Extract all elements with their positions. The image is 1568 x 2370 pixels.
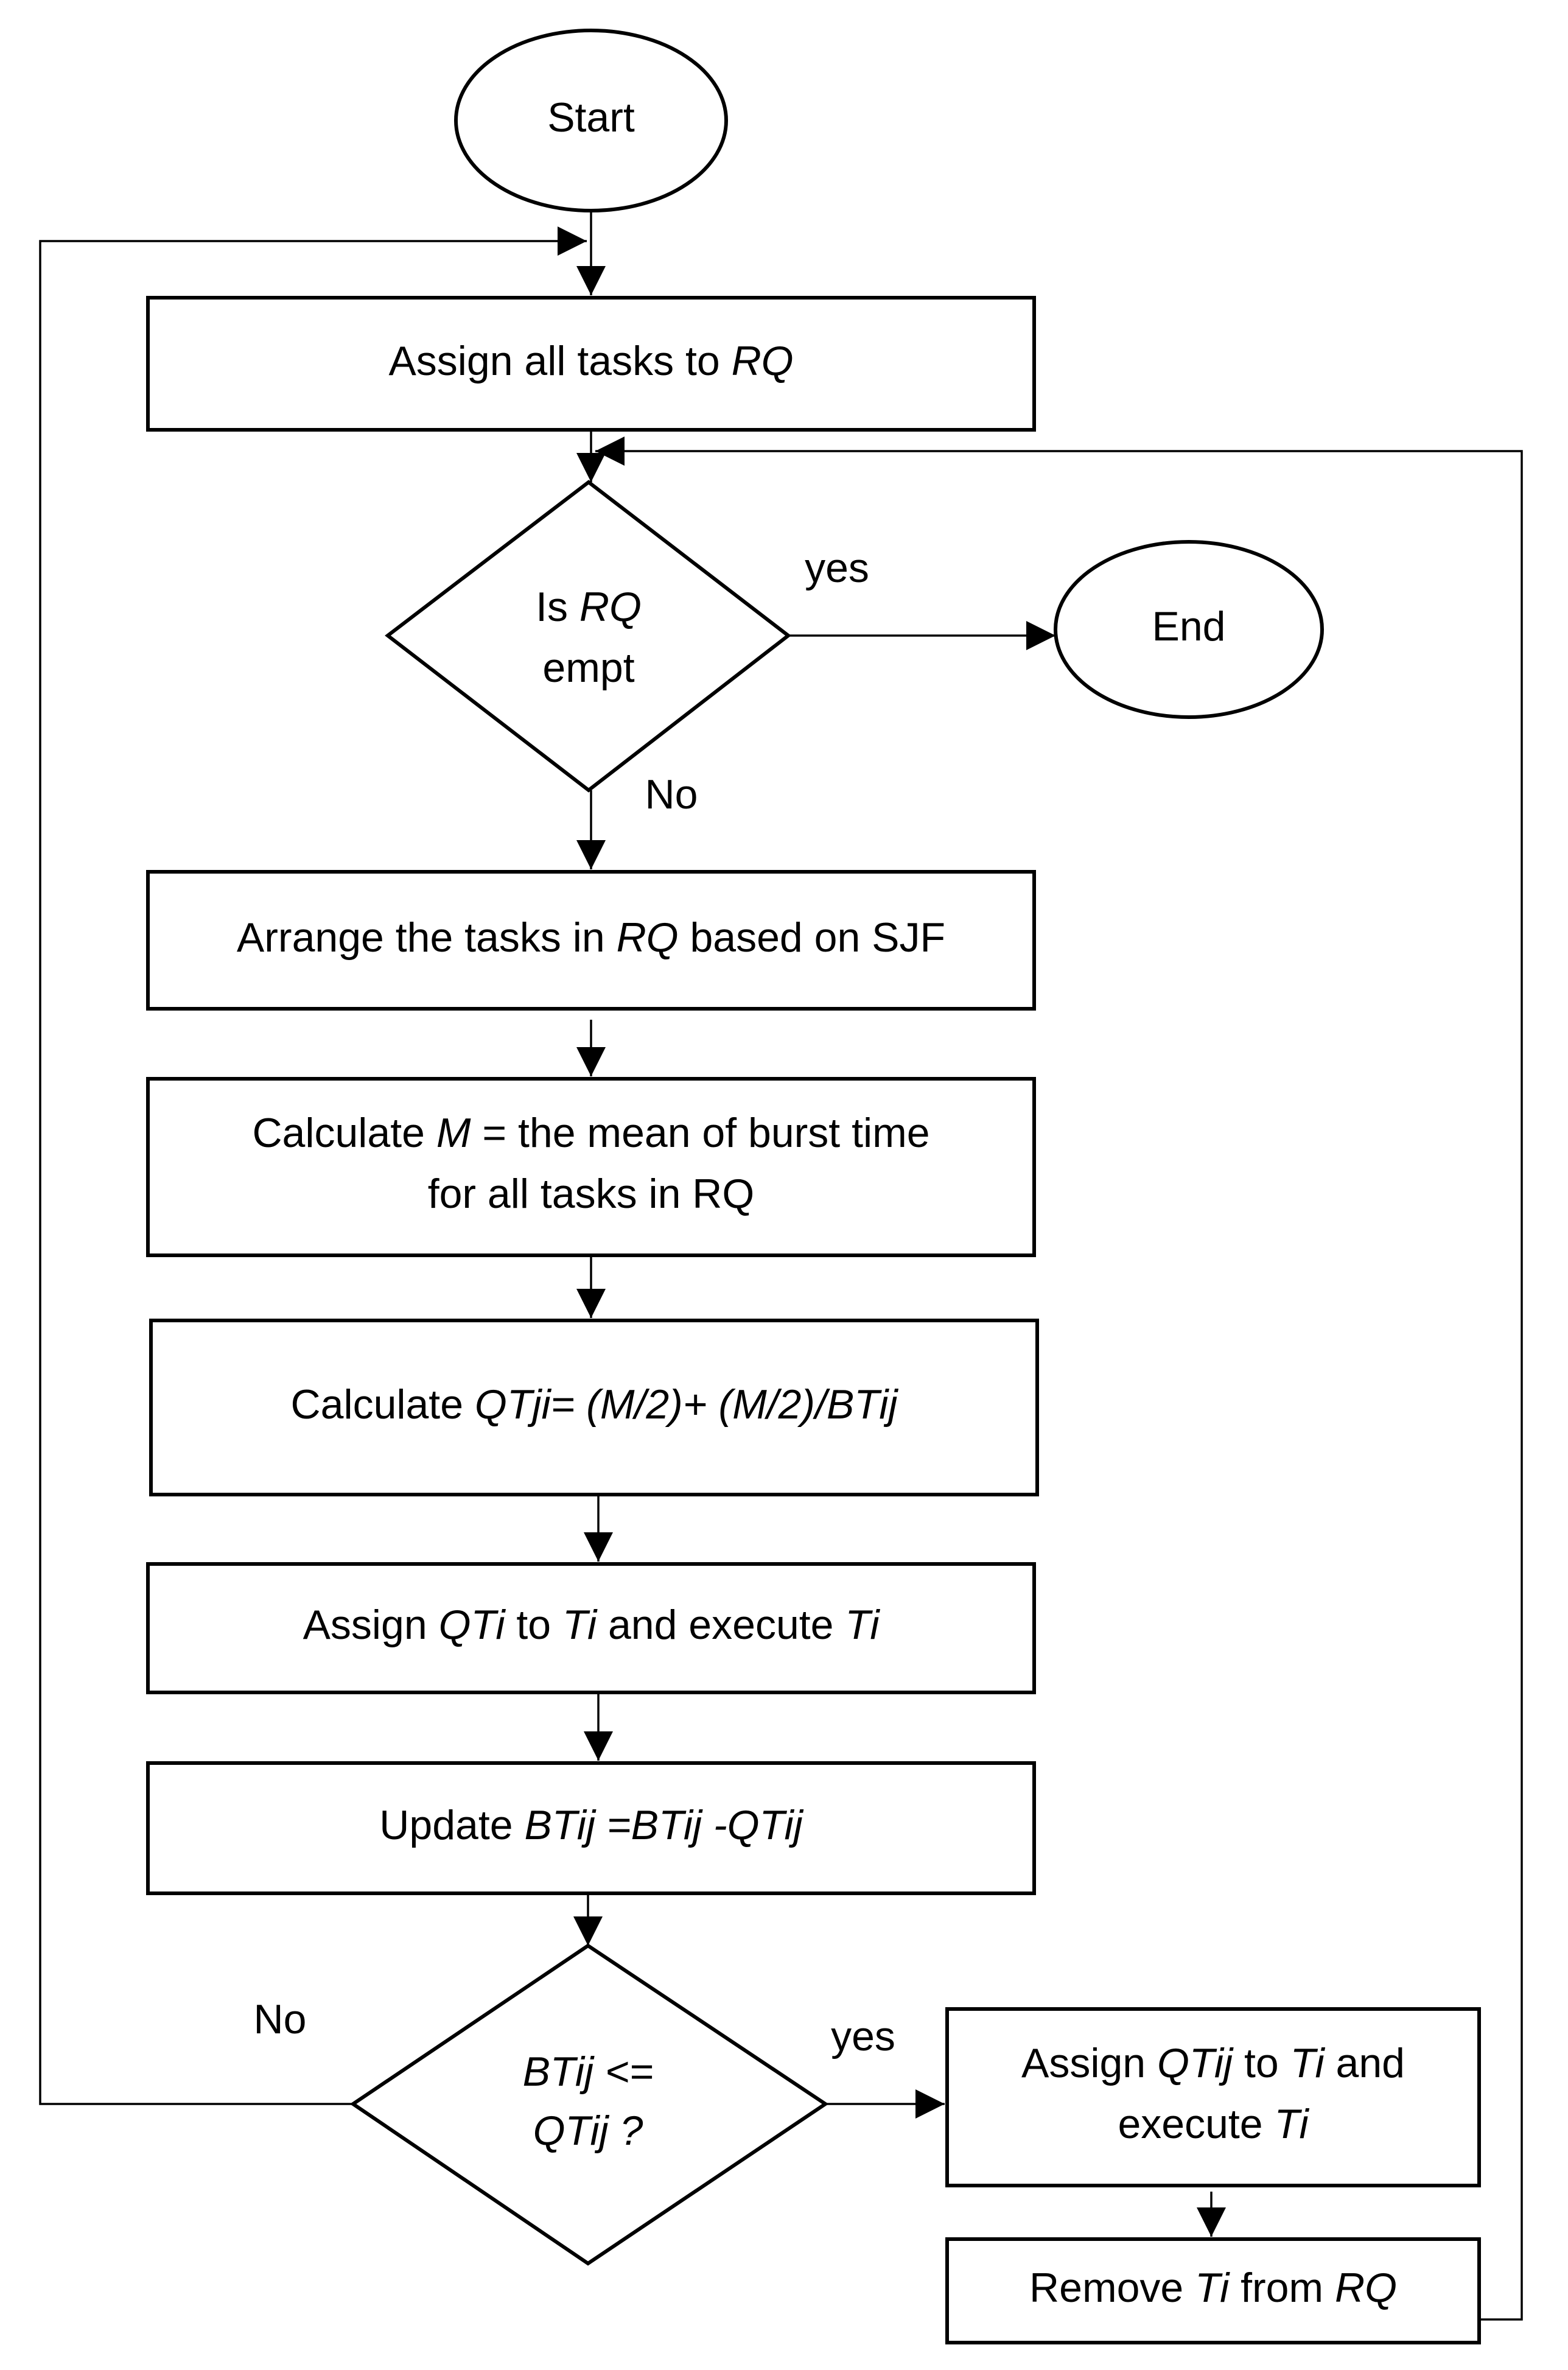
start-label: Start bbox=[547, 94, 635, 141]
is-empty-decision: Is RQ empt bbox=[385, 480, 791, 793]
assign-qt-label: Assign QTi to Ti and execute Ti bbox=[303, 1602, 881, 1648]
update-node: Update BTij =BTij -QTij bbox=[146, 1761, 1036, 1895]
check-bt-label-line1: BTij <= bbox=[523, 2049, 654, 2095]
calc-mean-box bbox=[146, 1077, 1036, 1257]
edge-label-check-no: No bbox=[254, 1996, 307, 2042]
connectors bbox=[39, 211, 1523, 2321]
remove-label: Remove Ti from RQ bbox=[1029, 2265, 1397, 2311]
calc-qt-label: Calculate QTji= (M/2)+ (M/2)/BTij bbox=[291, 1381, 899, 1428]
edge-label-empty-yes: yes bbox=[805, 545, 869, 591]
arrow-check-no-loop-back bbox=[39, 226, 587, 2105]
remove-node: Remove Ti from RQ bbox=[945, 2237, 1481, 2344]
is-empty-label-line1: Is RQ bbox=[536, 584, 642, 630]
is-empty-label-line2: empt bbox=[542, 645, 634, 691]
end-node: End bbox=[1054, 540, 1324, 719]
calc-qt-node: Calculate QTji= (M/2)+ (M/2)/BTij bbox=[149, 1319, 1039, 1496]
check-bt-diamond bbox=[349, 1943, 829, 2266]
end-label: End bbox=[1152, 603, 1226, 650]
calc-qt-box bbox=[149, 1319, 1039, 1496]
assign-rq-label: Assign all tasks to RQ bbox=[388, 338, 793, 384]
assign-qtij-label-line1: Assign QTij to Ti and bbox=[1021, 2040, 1405, 2086]
assign-qtij-node: Assign QTij to Ti and execute Ti bbox=[945, 2007, 1481, 2187]
calc-mean-label-line1: Calculate M = the mean of burst time bbox=[252, 1110, 929, 1156]
end-terminal bbox=[1054, 540, 1324, 719]
start-node: Start bbox=[454, 29, 728, 212]
arrange-node: Arrange the tasks in RQ based on SJF bbox=[146, 870, 1036, 1011]
edge-label-check-yes: yes bbox=[831, 2013, 895, 2060]
assign-rq-box bbox=[146, 296, 1036, 432]
assign-qt-node: Assign QTi to Ti and execute Ti bbox=[146, 1562, 1036, 1694]
check-bt-decision: BTij <= QTij ? bbox=[349, 1943, 829, 2266]
calc-mean-node: Calculate M = the mean of burst time for… bbox=[146, 1077, 1036, 1257]
is-empty-diamond bbox=[385, 480, 791, 793]
update-label: Update BTij =BTij -QTij bbox=[379, 1802, 803, 1848]
assign-rq-node: Assign all tasks to RQ bbox=[146, 296, 1036, 432]
assign-qt-box bbox=[146, 1562, 1036, 1694]
assign-qtij-box bbox=[945, 2007, 1481, 2187]
update-box bbox=[146, 1761, 1036, 1895]
assign-qtij-label-line2: execute Ti bbox=[1118, 2101, 1309, 2147]
remove-box bbox=[945, 2237, 1481, 2344]
start-terminal bbox=[454, 29, 728, 212]
arrange-label: Arrange the tasks in RQ based on SJF bbox=[237, 914, 945, 961]
calc-mean-label-line2: for all tasks in RQ bbox=[428, 1171, 755, 1217]
edge-label-empty-no: No bbox=[645, 771, 698, 818]
check-bt-label-line2: QTij ? bbox=[533, 2108, 643, 2154]
arrow-remove-loop-back bbox=[595, 436, 1523, 2321]
arrange-box bbox=[146, 870, 1036, 1011]
